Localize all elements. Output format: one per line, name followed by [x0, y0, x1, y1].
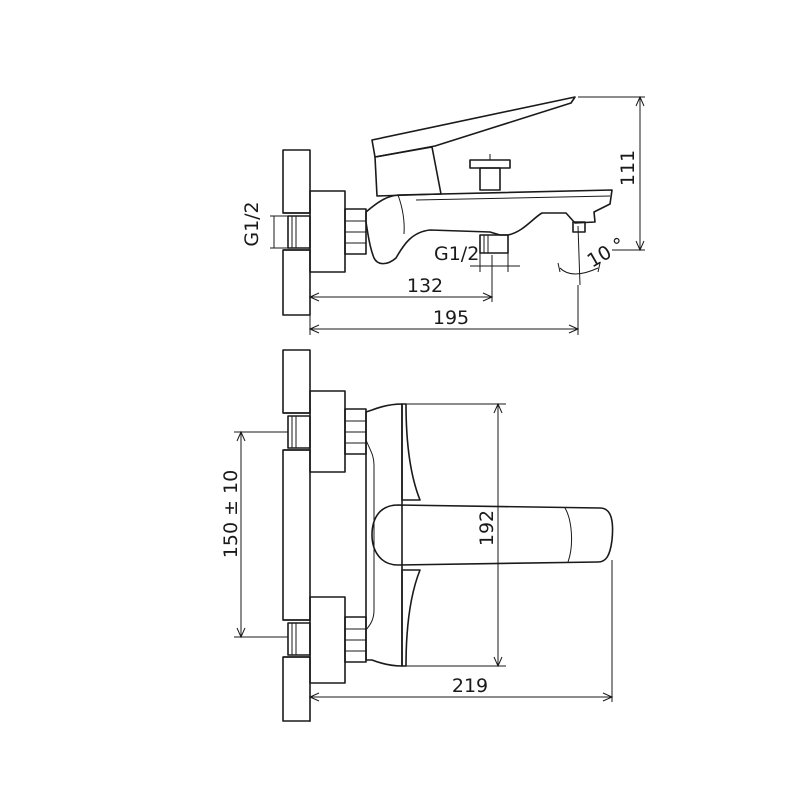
lever-side	[371, 96, 576, 158]
lever-front	[371, 504, 614, 566]
side-view: 111 G1/2 G1/2 10 ° 132 195	[241, 95, 645, 335]
eccentric-block-top-front	[309, 390, 346, 473]
nut-bottom-front	[344, 616, 367, 663]
eccentric-block-bottom-front	[309, 596, 346, 684]
lever-height-label: 192	[476, 510, 498, 546]
outlet-depth-label: 132	[407, 275, 443, 297]
lever-height-dimension: 192	[406, 402, 506, 668]
outlet-thread-label: G1/2	[434, 243, 479, 265]
inlet-thread-dimension: G1/2	[241, 201, 288, 249]
angle-dimension: 10 °	[557, 225, 629, 286]
inlet-spacing-dimension: 150 ± 10	[220, 430, 288, 639]
wall-section-front	[282, 349, 311, 722]
inlet-pipe-top-front	[287, 415, 311, 449]
total-depth-dimension: 195	[308, 285, 580, 335]
nut-side	[344, 208, 367, 255]
nut-top-front	[344, 408, 367, 455]
shower-outlet-side	[479, 234, 509, 254]
angle-label: 10 °	[584, 233, 629, 272]
height-label: 111	[617, 150, 639, 186]
eccentric-block-side	[309, 190, 346, 273]
diverter-knob	[469, 154, 511, 191]
inlet-pipe-side	[287, 215, 311, 249]
inlet-thread-label: G1/2	[241, 201, 263, 246]
outlet-depth-dimension: 132	[308, 255, 494, 302]
total-width-label: 219	[452, 675, 488, 697]
outlet-thread-dimension: G1/2	[434, 243, 520, 272]
inlet-spacing-label: 150 ± 10	[220, 470, 242, 558]
total-depth-label: 195	[433, 307, 469, 329]
cartridge-housing-side	[374, 146, 442, 197]
aerator-side	[572, 221, 586, 233]
height-dimension: 111	[578, 95, 645, 252]
inlet-pipe-bottom-front	[287, 622, 311, 656]
front-view: 150 ± 10 192 219	[220, 349, 614, 722]
total-width-dimension: 219	[308, 560, 614, 722]
